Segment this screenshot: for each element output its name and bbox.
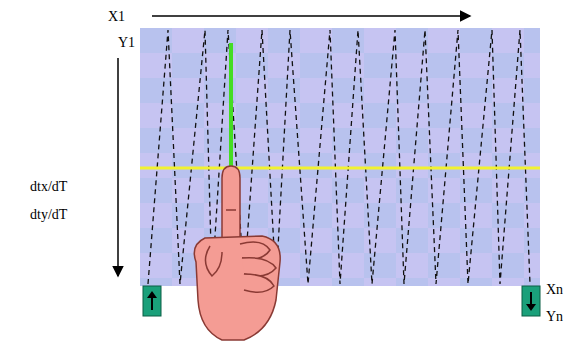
y-arrow bbox=[117, 58, 119, 276]
axis-label: X1 bbox=[108, 10, 125, 24]
transducer-right bbox=[522, 286, 540, 316]
x-arrow bbox=[152, 15, 470, 17]
yellow-line bbox=[140, 167, 540, 170]
axis-label: dty/dT bbox=[30, 208, 67, 222]
axis-label: Xn bbox=[546, 283, 563, 297]
axis-label: dtx/dT bbox=[30, 180, 67, 194]
transducer-left bbox=[143, 286, 161, 316]
green-line bbox=[229, 43, 233, 168]
axis-label: Yn bbox=[546, 310, 563, 324]
pointing-hand bbox=[194, 166, 280, 340]
axis-label: Y1 bbox=[118, 36, 135, 50]
